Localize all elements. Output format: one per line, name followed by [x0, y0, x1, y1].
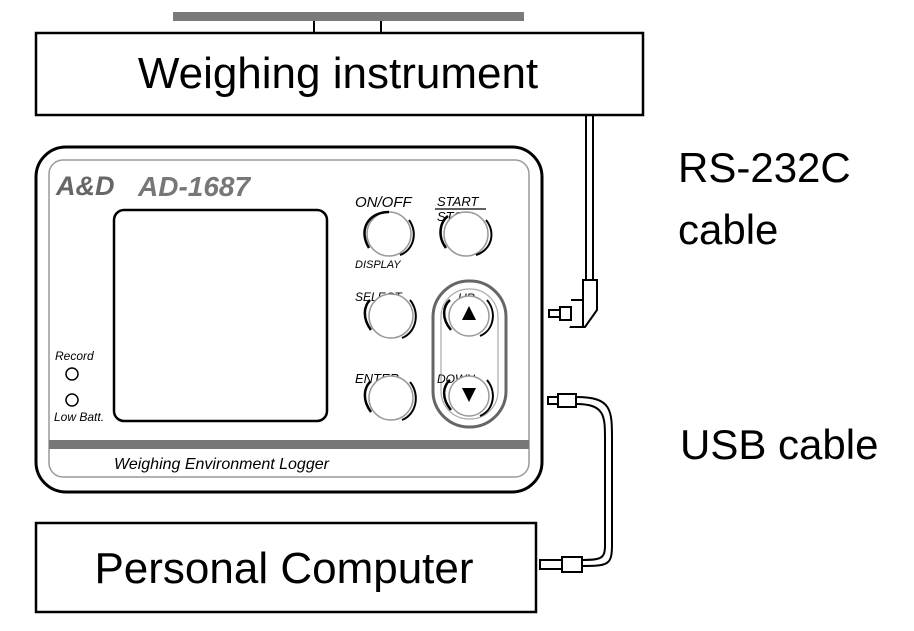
usb-cable — [539, 393, 613, 573]
enter-button[interactable]: ENTER — [355, 371, 417, 421]
model-name: AD-1687 — [137, 171, 251, 202]
weighing-instrument: Weighing instrument — [34, 31, 645, 117]
on-off-button[interactable]: ON/OFF DISPLAY — [355, 194, 415, 271]
start-stop-button[interactable]: START STOP — [435, 194, 493, 257]
low-batt-led — [65, 393, 79, 407]
select-button[interactable]: SELECT — [355, 290, 417, 339]
weighing-pan — [173, 12, 524, 33]
down-button[interactable]: DOWN — [437, 372, 494, 417]
rs232c-label-line1: RS-232C — [678, 144, 851, 191]
logger-device: A&D AD-1687 Record Low Batt. ON/OFF DISP… — [34, 145, 544, 494]
on-off-label: ON/OFF — [355, 194, 412, 211]
usb-label: USB cable — [680, 421, 878, 468]
record-led — [65, 367, 79, 381]
brand-logo: A&D — [55, 171, 115, 201]
down-arrow-icon — [462, 388, 476, 402]
record-label: Record — [55, 349, 94, 363]
up-button[interactable]: UP — [442, 291, 494, 337]
start-label: START — [437, 194, 479, 209]
personal-computer-label: Personal Computer — [94, 544, 473, 593]
weighing-instrument-label: Weighing instrument — [138, 49, 538, 98]
device-footer: Weighing Environment Logger — [114, 456, 330, 473]
up-arrow-icon — [462, 306, 476, 320]
personal-computer: Personal Computer — [34, 521, 538, 614]
rs232c-label-line2: cable — [678, 206, 778, 253]
display-label: DISPLAY — [355, 259, 401, 271]
rs232c-cable — [548, 115, 598, 328]
lcd-screen — [112, 208, 329, 423]
low-batt-label: Low Batt. — [54, 410, 104, 424]
device-divider-bar — [49, 440, 529, 449]
